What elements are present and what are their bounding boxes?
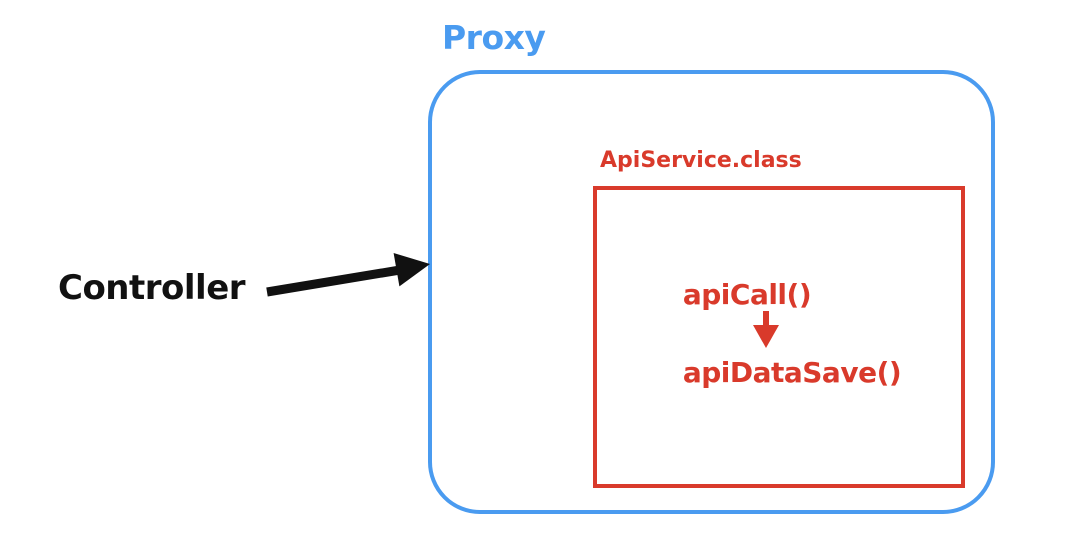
api-call-to-save-down-arrow-icon [753, 311, 779, 348]
proxy-box [428, 70, 995, 514]
api-service-class-label: ApiService.class [600, 148, 802, 173]
api-service-class-box [593, 186, 965, 488]
proxy-box-label: Proxy [442, 18, 546, 57]
api-data-save-method-label: apiDataSave() [682, 356, 902, 389]
controller-label: Controller [58, 268, 246, 308]
api-call-method-label: apiCall() [682, 278, 812, 311]
controller-to-proxy-arrow-icon [266, 253, 430, 297]
